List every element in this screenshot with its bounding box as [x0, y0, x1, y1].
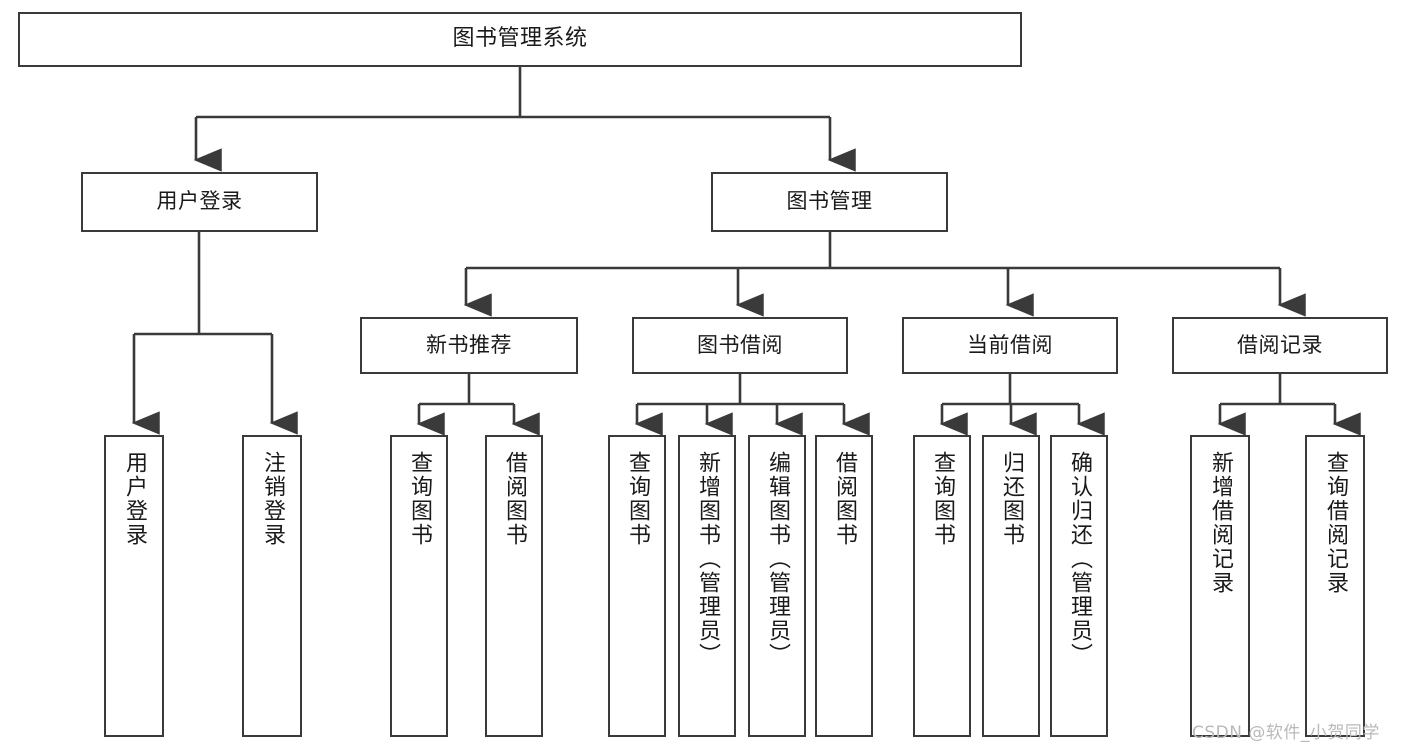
- node-leaf-query-book-1-label: 查询图书: [407, 451, 432, 547]
- node-leaf-query-book-3[interactable]: 查询图书: [913, 435, 971, 737]
- node-new-book-recommend[interactable]: 新书推荐: [360, 317, 578, 374]
- node-leaf-borrow-book-1-label: 借阅图书: [502, 451, 527, 547]
- node-leaf-query-book-2[interactable]: 查询图书: [608, 435, 666, 737]
- node-leaf-query-borrow-record-label: 查询借阅记录: [1323, 451, 1348, 595]
- node-leaf-borrow-book-1[interactable]: 借阅图书: [485, 435, 543, 737]
- node-leaf-add-borrow-record[interactable]: 新增借阅记录: [1190, 435, 1250, 737]
- csdn-watermark: CSDN @软件_小贺同学: [1192, 723, 1380, 743]
- node-leaf-query-book-2-label: 查询图书: [625, 451, 650, 547]
- node-book-borrow-label: 图书借阅: [697, 332, 783, 357]
- node-leaf-user-login[interactable]: 用户登录: [104, 435, 164, 737]
- node-leaf-return-book[interactable]: 归还图书: [982, 435, 1040, 737]
- node-book-manage[interactable]: 图书管理: [711, 172, 948, 232]
- node-user-login-label: 用户登录: [156, 189, 243, 214]
- node-borrow-record[interactable]: 借阅记录: [1172, 317, 1388, 374]
- node-current-borrow-label: 当前借阅: [967, 332, 1053, 357]
- node-user-login[interactable]: 用户登录: [81, 172, 318, 232]
- node-leaf-query-book-1[interactable]: 查询图书: [390, 435, 448, 737]
- node-leaf-edit-book[interactable]: 编辑图书（管理员）: [748, 435, 806, 737]
- node-current-borrow[interactable]: 当前借阅: [902, 317, 1118, 374]
- node-book-manage-label: 图书管理: [786, 189, 873, 214]
- node-leaf-user-login-label: 用户登录: [122, 451, 147, 547]
- node-new-book-recommend-label: 新书推荐: [426, 332, 512, 357]
- node-leaf-confirm-return[interactable]: 确认归还（管理员）: [1050, 435, 1108, 737]
- node-leaf-borrow-book-2[interactable]: 借阅图书: [815, 435, 873, 737]
- node-leaf-return-book-label: 归还图书: [999, 451, 1024, 547]
- node-leaf-query-borrow-record[interactable]: 查询借阅记录: [1305, 435, 1365, 737]
- node-leaf-add-book[interactable]: 新增图书（管理员）: [678, 435, 736, 737]
- node-leaf-add-borrow-record-label: 新增借阅记录: [1208, 451, 1233, 595]
- node-book-borrow[interactable]: 图书借阅: [632, 317, 848, 374]
- node-borrow-record-label: 借阅记录: [1237, 332, 1323, 357]
- node-leaf-edit-book-label: 编辑图书（管理员）: [765, 451, 790, 667]
- node-leaf-add-book-label: 新增图书（管理员）: [695, 451, 720, 667]
- node-leaf-confirm-return-label: 确认归还（管理员）: [1067, 451, 1092, 667]
- node-root-label: 图书管理系统: [452, 26, 588, 52]
- node-root[interactable]: 图书管理系统: [18, 12, 1022, 67]
- node-leaf-borrow-book-2-label: 借阅图书: [832, 451, 857, 547]
- node-leaf-logout-login[interactable]: 注销登录: [242, 435, 302, 737]
- node-leaf-query-book-3-label: 查询图书: [930, 451, 955, 547]
- node-leaf-logout-login-label: 注销登录: [260, 451, 285, 547]
